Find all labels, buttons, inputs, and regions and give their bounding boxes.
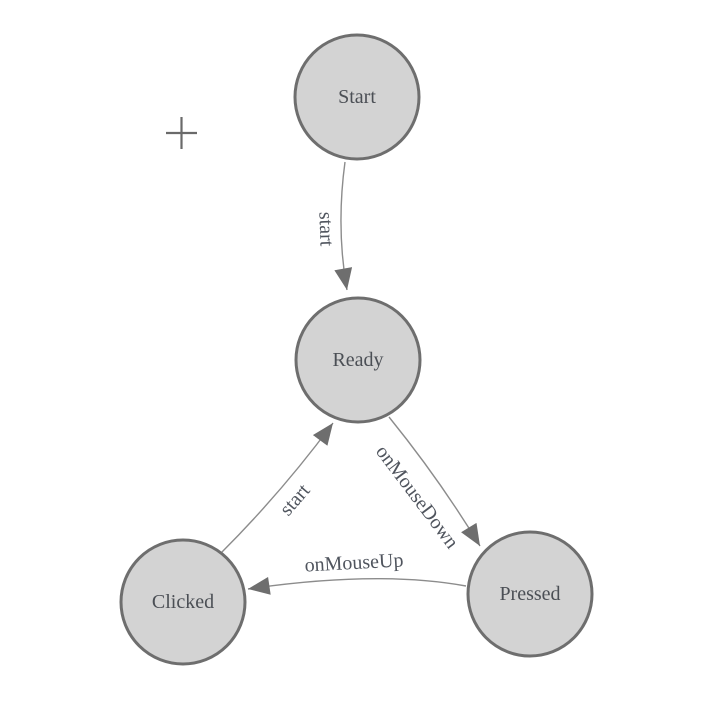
- transition-start-to-ready[interactable]: [334, 161, 353, 291]
- state-circle-start[interactable]: [293, 33, 421, 161]
- state-circle-clicked[interactable]: [119, 538, 247, 666]
- transition-pressed-to-clicked[interactable]: [247, 576, 467, 595]
- state-circle-pressed[interactable]: [466, 530, 594, 658]
- state-node-start[interactable]: Start: [293, 33, 421, 161]
- plus-crosshair-icon: [166, 117, 197, 149]
- transition-label-clicked-to-ready[interactable]: start: [275, 479, 314, 520]
- transition-label-pressed-to-clicked[interactable]: onMouseUp: [304, 549, 404, 576]
- transition-label-start-to-ready[interactable]: start: [314, 211, 337, 247]
- transition-clicked-to-ready[interactable]: [220, 422, 334, 554]
- state-circle-ready[interactable]: [294, 296, 422, 424]
- transition-ready-to-pressed[interactable]: [388, 416, 481, 547]
- state-node-pressed[interactable]: Pressed: [466, 530, 594, 658]
- state-node-clicked[interactable]: Clicked: [119, 538, 247, 666]
- state-node-ready[interactable]: Ready: [294, 296, 422, 424]
